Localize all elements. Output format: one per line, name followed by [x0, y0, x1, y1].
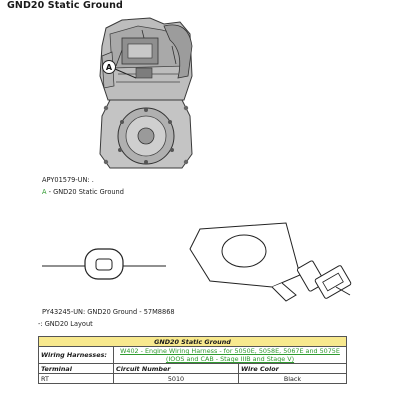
- legend-letter: A: [42, 188, 47, 196]
- engine-illustration: A: [92, 16, 198, 171]
- wiring-harness-link[interactable]: W402 - Engine Wiring Harness - for 5050E…: [120, 347, 340, 363]
- legend-text: - GND20 Static Ground: [46, 188, 124, 196]
- figure1-legend: A - GND20 Static Ground: [42, 188, 124, 196]
- table-header: GND20 Static Ground: [38, 336, 347, 347]
- page-title: GND20 Static Ground: [7, 0, 123, 11]
- callout-letter: A: [106, 63, 113, 72]
- ground-layout-illustration: [42, 222, 352, 302]
- cell-circuit: 5010: [113, 373, 239, 384]
- wiring-harnesses-label: Wiring Harnesses:: [38, 346, 114, 364]
- table-row: RT 5010 Black: [38, 373, 347, 384]
- cell-wire: Black: [238, 373, 347, 384]
- figure2-caption: PY43245-UN: GND20 Ground - 57M8868: [42, 308, 175, 316]
- figure1-caption: APY01579-UN: .: [42, 176, 94, 184]
- layout-label: -: GND20 Layout: [38, 320, 93, 328]
- wiring-harness-cell: W402 - Engine Wiring Harness - for 5050E…: [113, 346, 347, 364]
- cell-terminal: RT: [38, 373, 114, 384]
- ground-table: GND20 Static Ground Wiring Harnesses: W4…: [38, 336, 347, 384]
- col-terminal: Terminal: [38, 363, 114, 374]
- col-circuit: Circuit Number: [113, 363, 239, 374]
- col-wire: Wire Color: [238, 363, 347, 374]
